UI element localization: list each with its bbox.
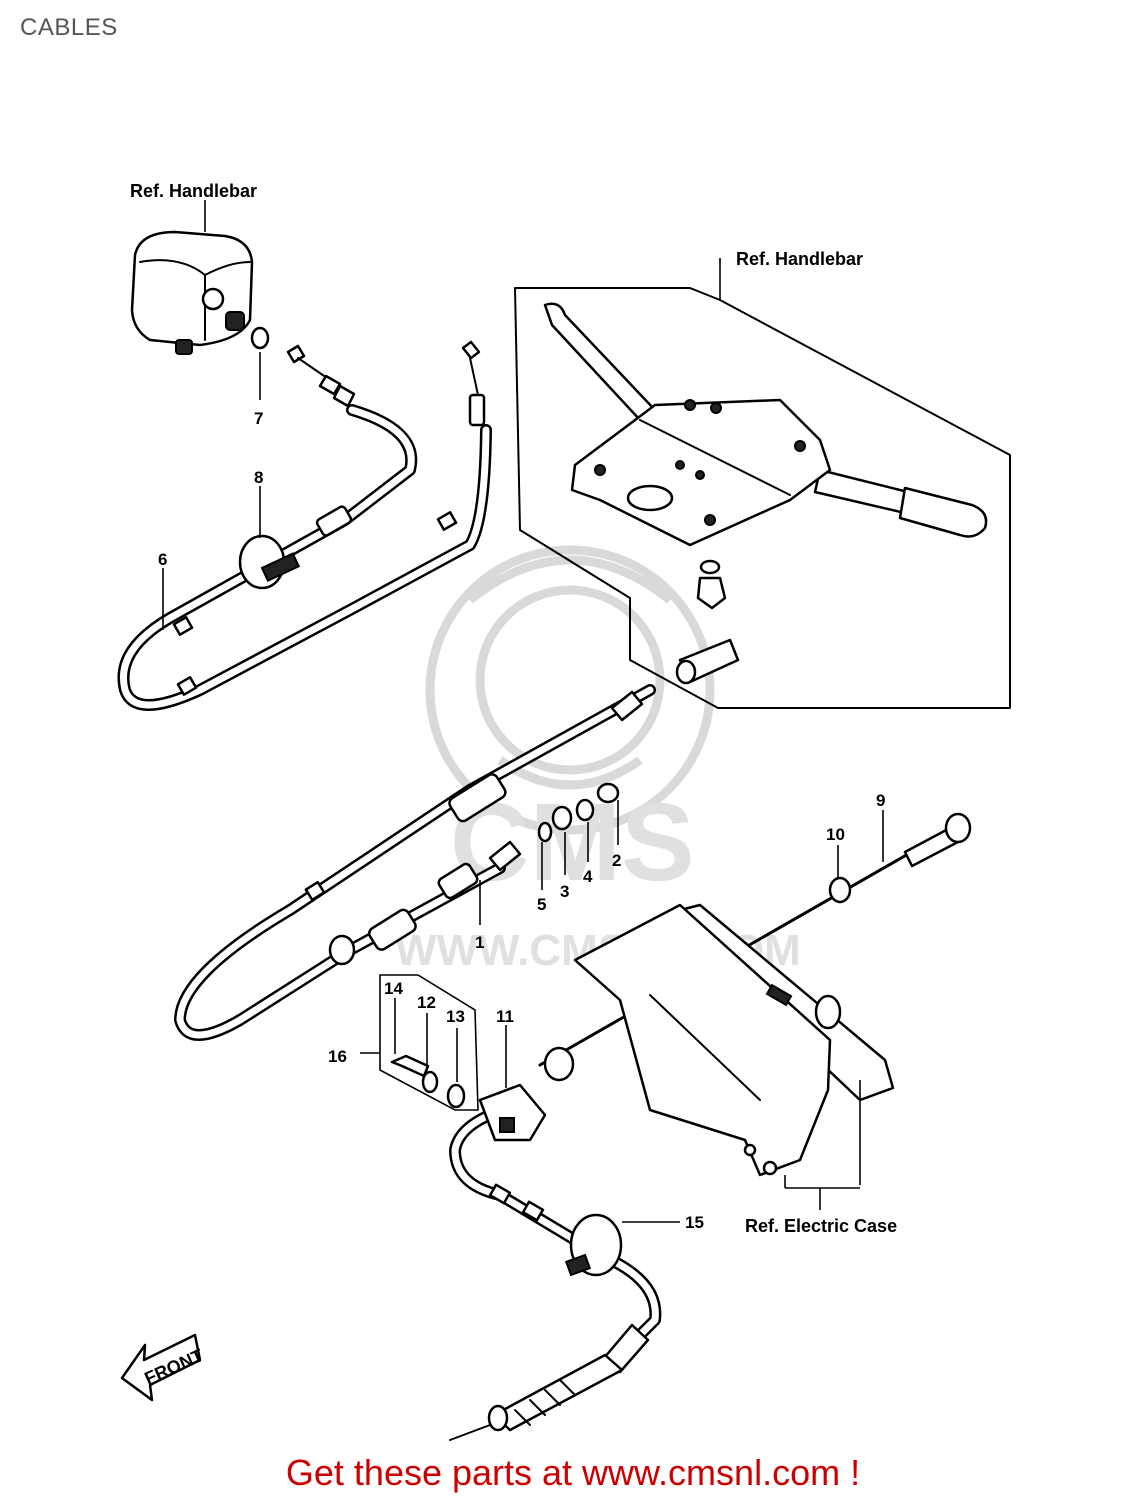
callout-8: 8 — [254, 468, 263, 487]
callout-3: 3 — [560, 882, 569, 901]
ref-handlebar-right-label: Ref. Handlebar — [736, 249, 863, 269]
callout-5: 5 — [537, 895, 546, 914]
watermark: CMS WWW.CMSNL.COM — [395, 545, 801, 975]
callout-14: 14 — [384, 979, 403, 998]
ref-electric-case-label: Ref. Electric Case — [745, 1216, 897, 1236]
callout-13: 13 — [446, 1007, 465, 1026]
clip-11 — [478, 1083, 547, 1142]
washer-5 — [537, 821, 553, 843]
handlebar-switch-housing — [130, 230, 254, 355]
bolt-14 — [390, 1054, 430, 1078]
footer-link[interactable]: Get these parts at www.cmsnl.com ! — [285, 1452, 861, 1493]
callout-7: 7 — [254, 409, 263, 428]
front-arrow: FRONT — [120, 1333, 206, 1402]
callout-12: 12 — [417, 993, 436, 1012]
washer-3 — [551, 805, 573, 831]
nut-2 — [596, 782, 620, 804]
ref-handlebar-left-label: Ref. Handlebar — [130, 181, 257, 201]
callout-10: 10 — [826, 825, 845, 844]
callout-4: 4 — [583, 867, 593, 886]
washer-7 — [250, 326, 270, 350]
electric-case-bracket — [573, 903, 832, 1177]
callout-9: 9 — [876, 791, 885, 810]
washer-13 — [446, 1083, 466, 1109]
handlebar-panel — [514, 287, 1011, 709]
callout-6: 6 — [158, 550, 167, 569]
callout-11: 11 — [496, 1007, 514, 1026]
washer-12 — [421, 1070, 439, 1094]
callout-1: 1 — [475, 933, 484, 952]
page-title: CABLES — [20, 14, 118, 41]
washer-4 — [575, 798, 595, 822]
callout-2: 2 — [612, 851, 621, 870]
callout-15: 15 — [685, 1213, 704, 1232]
callout-16: 16 — [328, 1047, 347, 1066]
